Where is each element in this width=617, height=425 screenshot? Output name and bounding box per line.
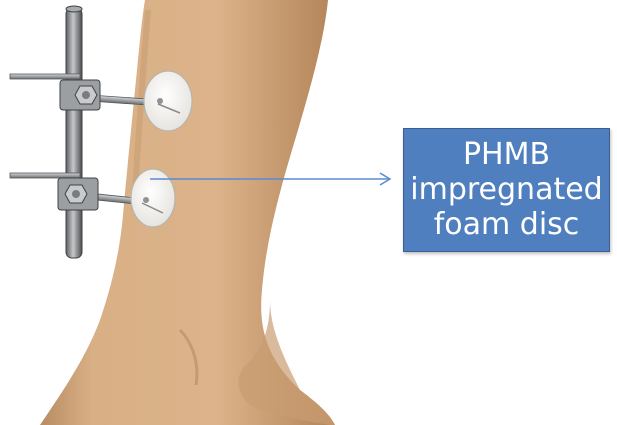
lower-foam-disc — [131, 169, 175, 227]
callout-line-2: impregnated — [404, 172, 609, 207]
upper-foam-disc — [144, 71, 192, 131]
fixator-rod — [66, 6, 82, 258]
callout-label-box: PHMB impregnated foam disc — [403, 128, 610, 252]
callout-line-3: foam disc — [404, 207, 609, 242]
callout-line-1: PHMB — [404, 137, 609, 172]
leg — [40, 0, 335, 425]
